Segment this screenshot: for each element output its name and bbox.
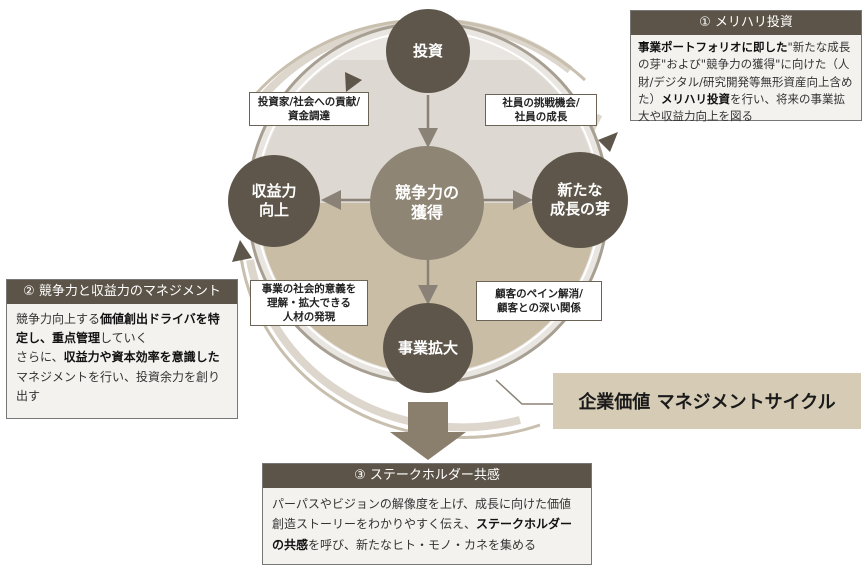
node-new-growth: 新たな 成長の芽 <box>532 152 628 248</box>
panel-focused-investment-body: 事業ポートフォリオに即した"新たな成長の芽"および"競争力の獲得"に向けた（人財… <box>631 35 861 129</box>
text: マネジメントを行い、投資余力を創り出す <box>16 369 221 403</box>
node-business-expansion: 事業拡大 <box>383 303 473 393</box>
orbit-arrow-right <box>598 132 618 152</box>
title-connector <box>495 379 553 405</box>
orbit-arrow-topleft <box>345 72 362 92</box>
text: 競争力向上する <box>16 312 101 326</box>
diagram-title: 企業価値 マネジメントサイクル <box>553 373 861 429</box>
panel-focused-investment-title: ① メリハリ投資 <box>631 11 861 35</box>
panel-competitiveness-management: ② 競争力と収益力のマネジメント 競争力向上する価値創出ドライバを特定し、重点管… <box>6 279 238 419</box>
label-social-significance: 事業の社会的意義を 理解・拡大できる 人材の発現 <box>250 280 368 326</box>
node-invest: 投資 <box>386 9 470 93</box>
text-bold: 収益力や資本効率を意識した <box>63 350 220 365</box>
panel-focused-investment: ① メリハリ投資 事業ポートフォリオに即した"新たな成長の芽"および"競争力の獲… <box>630 10 862 123</box>
text: を行い、将来の事業拡大や収益力向上を図る <box>638 91 845 123</box>
text: さらに、 <box>16 350 64 365</box>
text-bold: ステークホルダーの共感 <box>272 517 573 552</box>
text: パーパスやビジョンの解像度を上げ、成長に向けた価値創造ストーリーをわかりやすく伝… <box>272 497 572 532</box>
text-bold: メリハリ投資 <box>661 91 730 106</box>
orbit-arrow-left <box>232 240 252 262</box>
panel-competitiveness-management-title: ② 競争力と収益力のマネジメント <box>7 280 237 304</box>
text: "新たな成長の芽"および"競争力の獲得"に向けた（人財/デジタル/研究開発等無形… <box>638 40 853 106</box>
node-competitive-advantage: 競争力の 獲得 <box>370 146 484 260</box>
label-investor: 投資家/社会への貢献/ 資金調達 <box>249 92 369 126</box>
panel-stakeholder-empathy-body: パーパスやビジョンの解像度を上げ、成長に向けた価値創造ストーリーをわかりやすく伝… <box>263 488 591 561</box>
label-customer: 顧客のペイン解消/ 顧客との深い関係 <box>476 281 602 321</box>
label-employee: 社員の挑戦機会/ 社員の成長 <box>485 94 597 126</box>
panel-stakeholder-empathy: ③ ステークホルダー共感 パーパスやビジョンの解像度を上げ、成長に向けた価値創造… <box>262 463 592 565</box>
text-bold: 事業ポートフォリオに即した <box>638 40 788 54</box>
node-profitability: 収益力 向上 <box>228 155 320 247</box>
text-bold: 価値創出ドライバを特定し、重点管理 <box>16 312 220 346</box>
stakeholder-arrow <box>390 402 466 460</box>
panel-competitiveness-management-body: 競争力向上する価値創出ドライバを特定し、重点管理していくさらに、収益力や資本効率… <box>7 304 237 412</box>
text: していく <box>100 331 148 346</box>
panel-stakeholder-empathy-title: ③ ステークホルダー共感 <box>263 464 591 488</box>
text: を呼び、新たなヒト・モノ・カネを集める <box>308 537 537 552</box>
